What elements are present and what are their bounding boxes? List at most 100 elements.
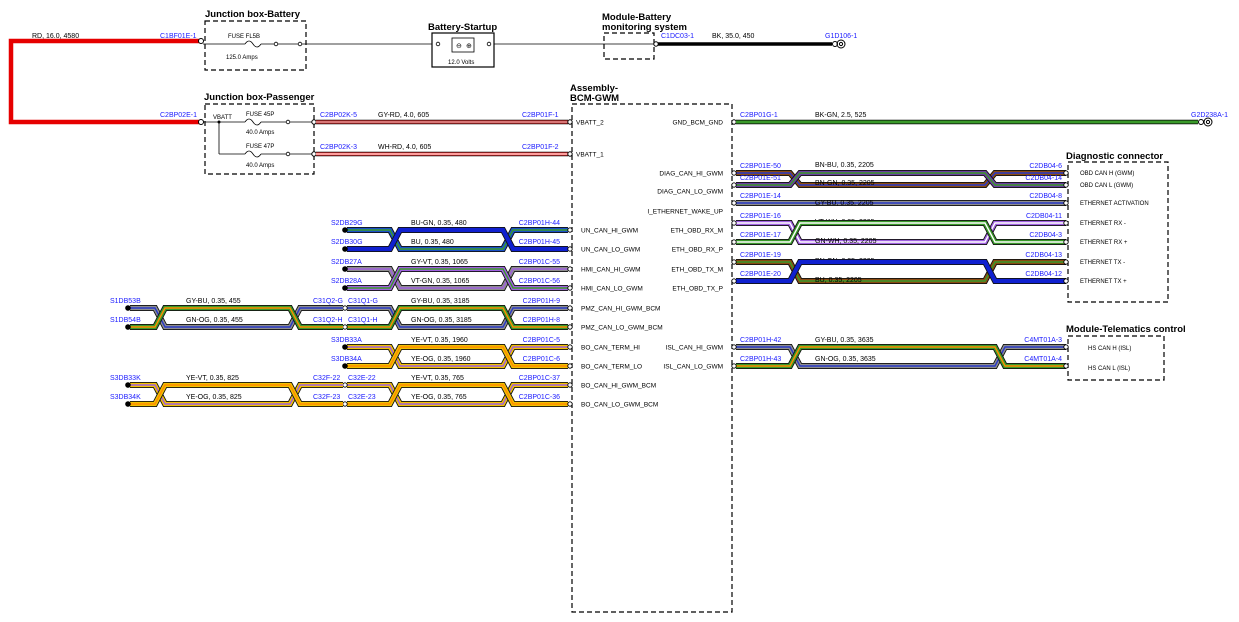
c2bp02e1-label: C2BP02E-1	[160, 112, 197, 119]
c1dc03-label: C1DC03-1	[661, 33, 694, 40]
terminal	[567, 382, 573, 388]
diag-pin-label: ETHERNET TX +	[1080, 279, 1127, 285]
bcm-pin-right: ETH_OBD_TX_P	[672, 286, 723, 293]
jb-battery-title: Junction box-Battery	[205, 9, 301, 20]
c2bp01g1-label: C2BP01G-1	[740, 112, 778, 119]
fuse-47p-amps: 40.0 Amps	[246, 163, 274, 169]
telematics-box	[1067, 335, 1165, 381]
bcm-pin-right: GND_BCM_GND	[672, 120, 723, 127]
fuse-fl5b-label: FUSE FL5B	[228, 34, 260, 40]
splice-point	[342, 344, 348, 350]
terminal	[1063, 200, 1069, 206]
bcm-left-pins: VBATT_2VBATT_1UN_CAN_HI_GWMUN_CAN_LO_GWM…	[576, 120, 663, 409]
diag-conn-label: C2BP01E-19	[740, 252, 781, 259]
terminal	[1063, 363, 1069, 369]
far-left-source-label: S3DB34K	[110, 394, 141, 401]
left-source2-label: C31Q1-G	[348, 298, 378, 305]
left-source2-label: C32E-23	[348, 394, 376, 401]
tel-dest-label: C4MT01A-4	[1024, 356, 1062, 363]
bcm-pin-right: ETH_OBD_RX_P	[672, 247, 723, 254]
diag-pin-label: OBD CAN H (GWM)	[1080, 171, 1134, 177]
splice-point	[125, 305, 131, 311]
splice-point	[342, 227, 348, 233]
diag-conn-label: C2BP01E-51	[740, 175, 781, 182]
fuse-45p-label: FUSE 45P	[246, 112, 274, 118]
left-source2-label: C31Q1-H	[348, 317, 378, 324]
vbatt-label: VBATT	[213, 115, 232, 121]
left-source-label: C32F-23	[313, 394, 340, 401]
far-left-source-label: S1DB53B	[110, 298, 141, 305]
jb-passenger-box	[204, 103, 315, 175]
telematics-title: Module-Telematics control	[1066, 324, 1186, 335]
tel-wire-label: GY-BU, 0.35, 3635	[815, 337, 874, 344]
splice-point	[125, 401, 131, 407]
splice-point	[125, 324, 131, 330]
left-wire-label: BU-GN, 0.35, 480	[411, 220, 467, 227]
fuse-icon	[244, 40, 262, 48]
left-dest-label: C2BP01H-8	[523, 317, 560, 324]
left-source2-label: C32E-22	[348, 375, 376, 382]
tel-pin-label: HS CAN L (ISL)	[1088, 366, 1130, 372]
diag-dest-label: C2DB04-6	[1029, 163, 1062, 170]
module-battery-box	[603, 32, 655, 60]
fuse-47p-label: FUSE 47P	[246, 144, 274, 150]
diag-conn-label: C2BP01E-16	[740, 213, 781, 220]
left-dest-label: C2BP01H-44	[519, 220, 560, 227]
assembly-subtitle: BCM-GWM	[570, 93, 619, 104]
far-left-wire	[130, 382, 343, 407]
bcm-pin-left: VBATT_1	[576, 152, 604, 159]
diag-conn-label: C2BP01E-17	[740, 232, 781, 239]
bcm-pin-left: PMZ_CAN_LO_GWM_BCM	[581, 325, 663, 332]
terminal	[731, 344, 737, 350]
left-dest-label: C2BP01C-56	[519, 278, 560, 285]
c2bp02k5-label: C2BP02K-5	[320, 112, 357, 119]
left-source-label: C32F-22	[313, 375, 340, 382]
fuse-47p-icon	[244, 150, 262, 158]
diag-connector-box	[1067, 161, 1169, 303]
far-left-wire	[130, 305, 343, 330]
terminal	[731, 182, 737, 188]
diag-dest-label: C2DB04-11	[1026, 213, 1062, 220]
terminal	[567, 266, 573, 272]
left-wire	[347, 382, 568, 407]
module-battery-title: Module-Battery	[602, 12, 672, 23]
diag-conn-label: C2BP01E-50	[740, 163, 781, 170]
diag-wire	[736, 170, 1066, 188]
ground-icon	[1203, 117, 1213, 127]
bcm-right-pins: GND_BCM_GNDDIAG_CAN_HI_GWMDIAG_CAN_LO_GW…	[647, 120, 723, 371]
fuse-45p-icon	[244, 118, 262, 126]
diag-pin-label: ETHERNET TX -	[1080, 260, 1125, 266]
diag-wire	[736, 170, 1066, 188]
diag-wire	[736, 220, 1066, 245]
splice-point	[342, 363, 348, 369]
left-wire-label: YE-OG, 0.35, 765	[411, 394, 467, 401]
bcm-pin-right: ISL_CAN_HI_GWM	[666, 345, 723, 352]
diag-title: Diagnostic connector	[1066, 151, 1163, 162]
diag-wire-label: GY-BU, 0.35, 2205	[815, 200, 874, 207]
terminal	[1063, 182, 1069, 188]
tel-conn-label: C2BP01H-43	[740, 356, 781, 363]
terminal	[567, 401, 573, 407]
diag-pin-label: OBD CAN L (GWM)	[1080, 183, 1133, 189]
diag-pin-label: ETHERNET ACTIVATION	[1080, 201, 1149, 207]
bcm-pin-right: ETH_OBD_RX_M	[671, 228, 723, 235]
left-dest-label: C2BP01C-55	[519, 259, 560, 266]
far-left-wire	[130, 382, 343, 407]
bcm-pin-left: HMI_CAN_HI_GWM	[581, 267, 641, 274]
terminal	[1063, 259, 1069, 265]
gy-rd-label: GY-RD, 4.0, 605	[378, 112, 429, 119]
c2bp02k3-label: C2BP02K-3	[320, 144, 357, 151]
bcm-pin-right: ETH_OBD_TX_M	[671, 267, 723, 274]
telematics-wire	[736, 344, 1066, 369]
terminal	[731, 200, 737, 206]
diag-pin-label: ETHERNET RX +	[1080, 240, 1128, 246]
battery-box	[431, 32, 495, 68]
diag-wire	[736, 220, 1066, 245]
terminal	[1063, 220, 1069, 226]
terminal	[342, 305, 348, 311]
bcm-pin-left: BO_CAN_HI_GWM_BCM	[581, 383, 656, 390]
battery-startup-title: Battery-Startup	[428, 22, 497, 33]
